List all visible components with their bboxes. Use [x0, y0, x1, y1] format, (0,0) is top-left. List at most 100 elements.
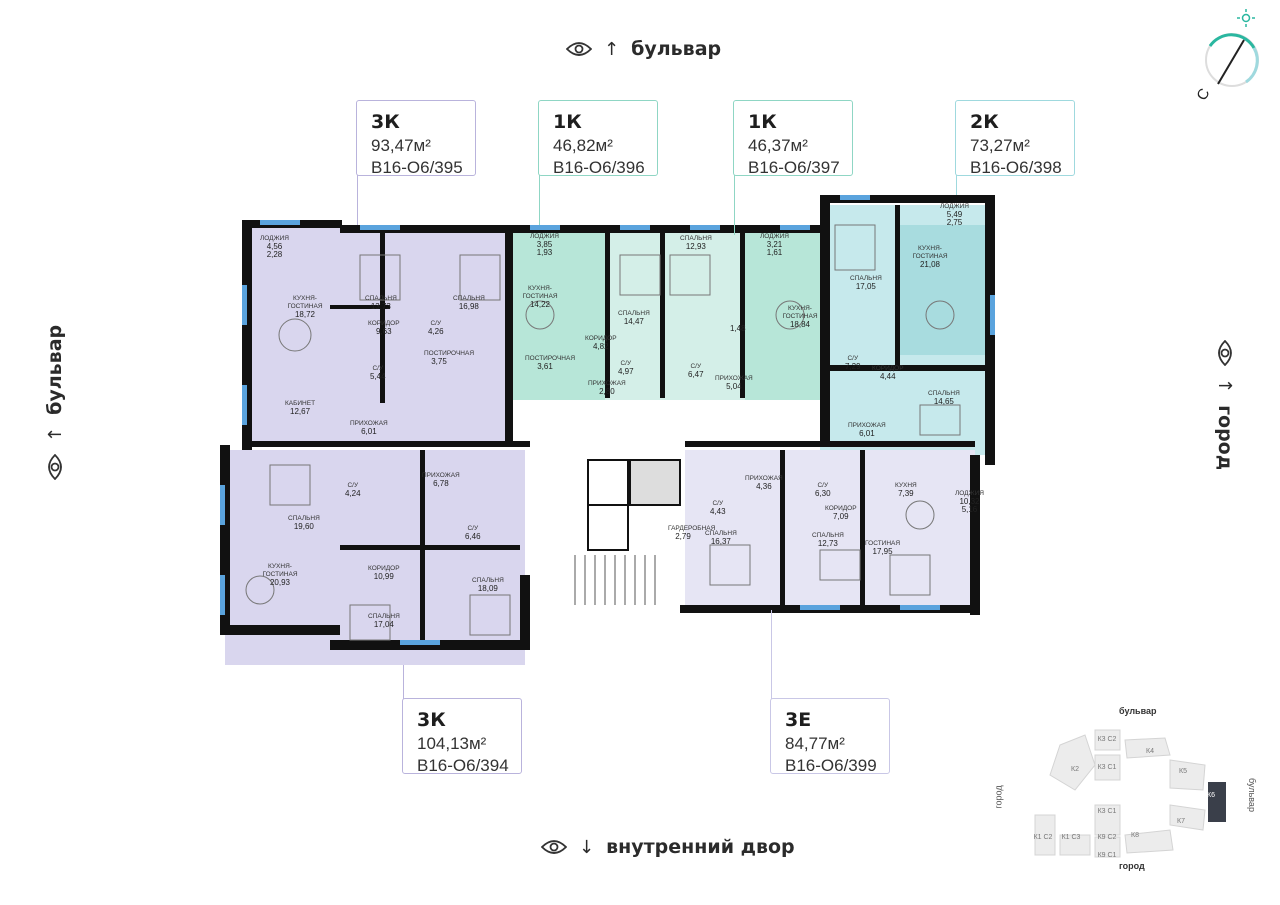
direction-top-label: бульвар [631, 38, 722, 60]
apt-396-fill-2 [605, 230, 665, 400]
keyplan-bottom-label: город [1119, 861, 1145, 871]
apartment-code: В16-О6/396 [553, 158, 645, 177]
apt-397-fill-2 [745, 230, 820, 400]
keyplan-section: К3 С2 [1097, 736, 1117, 743]
keyplan-section: К4 [1146, 748, 1154, 755]
direction-bottom: ↓ внутренний двор [541, 836, 795, 858]
direction-left-label: бульвар [44, 324, 66, 415]
apt-397-fill [665, 230, 745, 400]
room-label: 1,48 [730, 324, 746, 333]
apt-399-fill [685, 450, 975, 610]
elevator [587, 504, 629, 551]
apartment-type: 3Е [785, 709, 812, 731]
direction-right: ↑ город [1214, 340, 1236, 470]
apartment-card-397[interactable]: 1К 46,37м² В16-О6/397 [733, 100, 853, 177]
leader-line [956, 175, 957, 195]
leader-line [403, 665, 404, 700]
keyplan-section: К7 [1177, 818, 1185, 825]
keyplan-section: К5 [1179, 768, 1187, 775]
arrow-up-icon: ↑ [604, 38, 620, 60]
keyplan-section: К2 [1071, 766, 1079, 773]
floor-plan-drawing [220, 195, 995, 665]
apartment-area: 93,47м² [371, 136, 431, 155]
keyplan-section: К3 С1 [1097, 764, 1117, 771]
apartment-area: 84,77м² [785, 734, 845, 753]
direction-left: ↑ бульвар [44, 325, 66, 480]
keyplan-section: К1 С2 [1033, 834, 1053, 841]
arrow-down-icon: ↓ [579, 836, 595, 858]
apartment-code: В16-О6/395 [371, 158, 463, 177]
direction-top: ↑ бульвар [566, 38, 721, 60]
keyplan-drawing [1034, 729, 1226, 858]
windows [220, 195, 995, 645]
apartment-area: 104,13м² [417, 734, 487, 753]
apartment-code: В16-О6/397 [748, 158, 840, 177]
apartment-card-399[interactable]: 3Е 84,77м² В16-О6/399 [770, 698, 890, 775]
keyplan-top-label: бульвар [1119, 706, 1157, 716]
apartment-area: 46,82м² [553, 136, 613, 155]
apt-398-fill-2 [900, 225, 990, 355]
apartment-area: 46,37м² [748, 136, 808, 155]
apartment-type: 3К [371, 111, 400, 133]
keyplan-left-label: город [993, 785, 1004, 809]
apartment-card-396[interactable]: 1К 46,82м² В16-О6/396 [538, 100, 658, 177]
apartment-type: 2К [970, 111, 999, 133]
leader-line [734, 175, 735, 235]
apartment-code: В16-О6/398 [970, 158, 1062, 177]
arrow-up-icon: ↑ [44, 426, 66, 442]
apartment-card-395[interactable]: 3К 93,47м² В16-О6/395 [356, 100, 476, 177]
stairs [574, 555, 656, 605]
compass-icon [1205, 9, 1259, 87]
elevator [629, 459, 681, 506]
apartment-area: 73,27м² [970, 136, 1030, 155]
direction-right-label: город [1214, 405, 1236, 471]
eye-icon [566, 42, 592, 56]
apartment-type: 1К [553, 111, 582, 133]
leader-line [771, 610, 772, 700]
direction-bottom-label: внутренний двор [606, 836, 795, 858]
eye-icon [541, 840, 567, 854]
apartment-card-398[interactable]: 2К 73,27м² В16-О6/398 [955, 100, 1075, 177]
furniture [245, 224, 961, 641]
apartment-card-394[interactable]: 3К 104,13м² В16-О6/394 [402, 698, 522, 775]
apartment-code: В16-О6/394 [417, 756, 509, 775]
eye-icon [48, 454, 62, 480]
arrow-up-icon: ↑ [1214, 378, 1236, 394]
key-plan: бульвар город город бульвар К3 С2 К4 К2 … [985, 700, 1265, 880]
